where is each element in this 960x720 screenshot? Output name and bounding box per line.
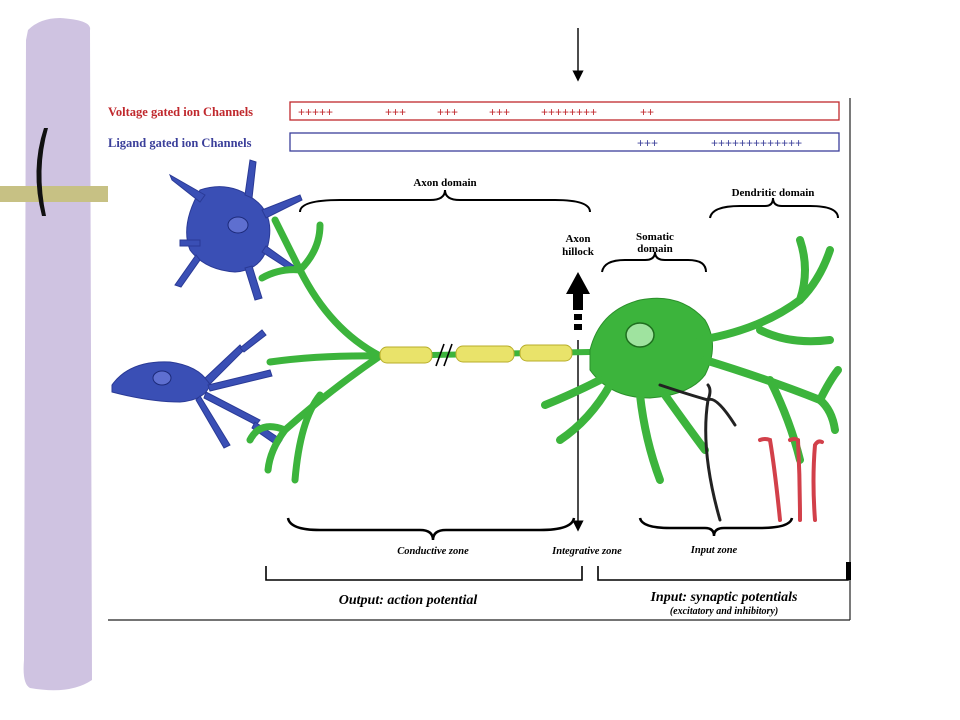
axon-hillock-label-1: Axon xyxy=(565,233,590,245)
voltage-gated-bar xyxy=(289,101,840,121)
soma-nucleus xyxy=(625,322,655,348)
axon-domain-brace xyxy=(299,189,591,213)
presynaptic-neuron-bottom xyxy=(111,329,283,449)
axon-hillock-label-2: hillock xyxy=(562,246,595,258)
postsynaptic-neuron xyxy=(541,236,842,484)
somatic-domain-label-1: Somatic xyxy=(636,231,674,243)
output-label: Output: action potential xyxy=(339,593,478,608)
axon xyxy=(379,343,591,367)
sidebar-bar xyxy=(23,18,93,691)
inhibitory-inputs xyxy=(658,383,824,522)
input-zone-label: Input zone xyxy=(690,545,738,556)
somatic-domain-label-2: domain xyxy=(637,243,672,255)
channel-mark: +++ xyxy=(637,136,658,150)
integrative-zone-label: Integrative zone xyxy=(551,546,622,557)
input-label: Input: synaptic potentials xyxy=(649,590,798,605)
channel-mark: +++++++++++++ xyxy=(711,136,802,150)
sidebar-accent-bar xyxy=(0,186,108,202)
conductive-zone-brace xyxy=(286,517,576,541)
axon-terminals xyxy=(246,216,384,484)
ligand-gated-label: Ligand gated ion Channels xyxy=(108,136,252,150)
myelin-segment xyxy=(519,344,573,362)
voltage-gated-label: Voltage gated ion Channels xyxy=(108,105,253,119)
channel-mark: +++ xyxy=(489,105,510,119)
channel-mark: ++ xyxy=(640,105,654,119)
somatic-domain-brace xyxy=(601,251,707,273)
dendritic-domain-brace xyxy=(709,197,839,219)
presynaptic-neuron-top xyxy=(169,159,303,301)
channel-mark: +++ xyxy=(385,105,406,119)
voltage-gated-row: Voltage gated ion Channels +++++++++++++… xyxy=(108,101,840,121)
axon-domain-label: Axon domain xyxy=(413,177,476,189)
ligand-gated-row: Ligand gated ion Channels ++++++++++++++… xyxy=(108,132,840,152)
input-sublabel: (excitatory and inhibitory) xyxy=(670,606,778,617)
axon-hillock-arrow xyxy=(566,272,590,330)
channel-mark: +++++ xyxy=(298,105,333,119)
output-bracket xyxy=(265,566,583,581)
slide-sidebar xyxy=(0,18,108,691)
figure-frame xyxy=(108,98,851,621)
dendritic-domain-label: Dendritic domain xyxy=(732,187,815,199)
myelin-segment xyxy=(455,345,515,363)
sidebar-bracket-icon xyxy=(36,128,48,216)
input-bracket-end xyxy=(846,562,851,580)
channel-mark: ++++++++ xyxy=(541,105,597,119)
input-zone-brace xyxy=(638,517,794,537)
conductive-zone-label: Conductive zone xyxy=(397,546,469,557)
channel-mark: +++ xyxy=(437,105,458,119)
ligand-gated-bar xyxy=(289,132,840,152)
myelin-segment xyxy=(379,346,433,364)
input-bracket xyxy=(597,566,849,581)
